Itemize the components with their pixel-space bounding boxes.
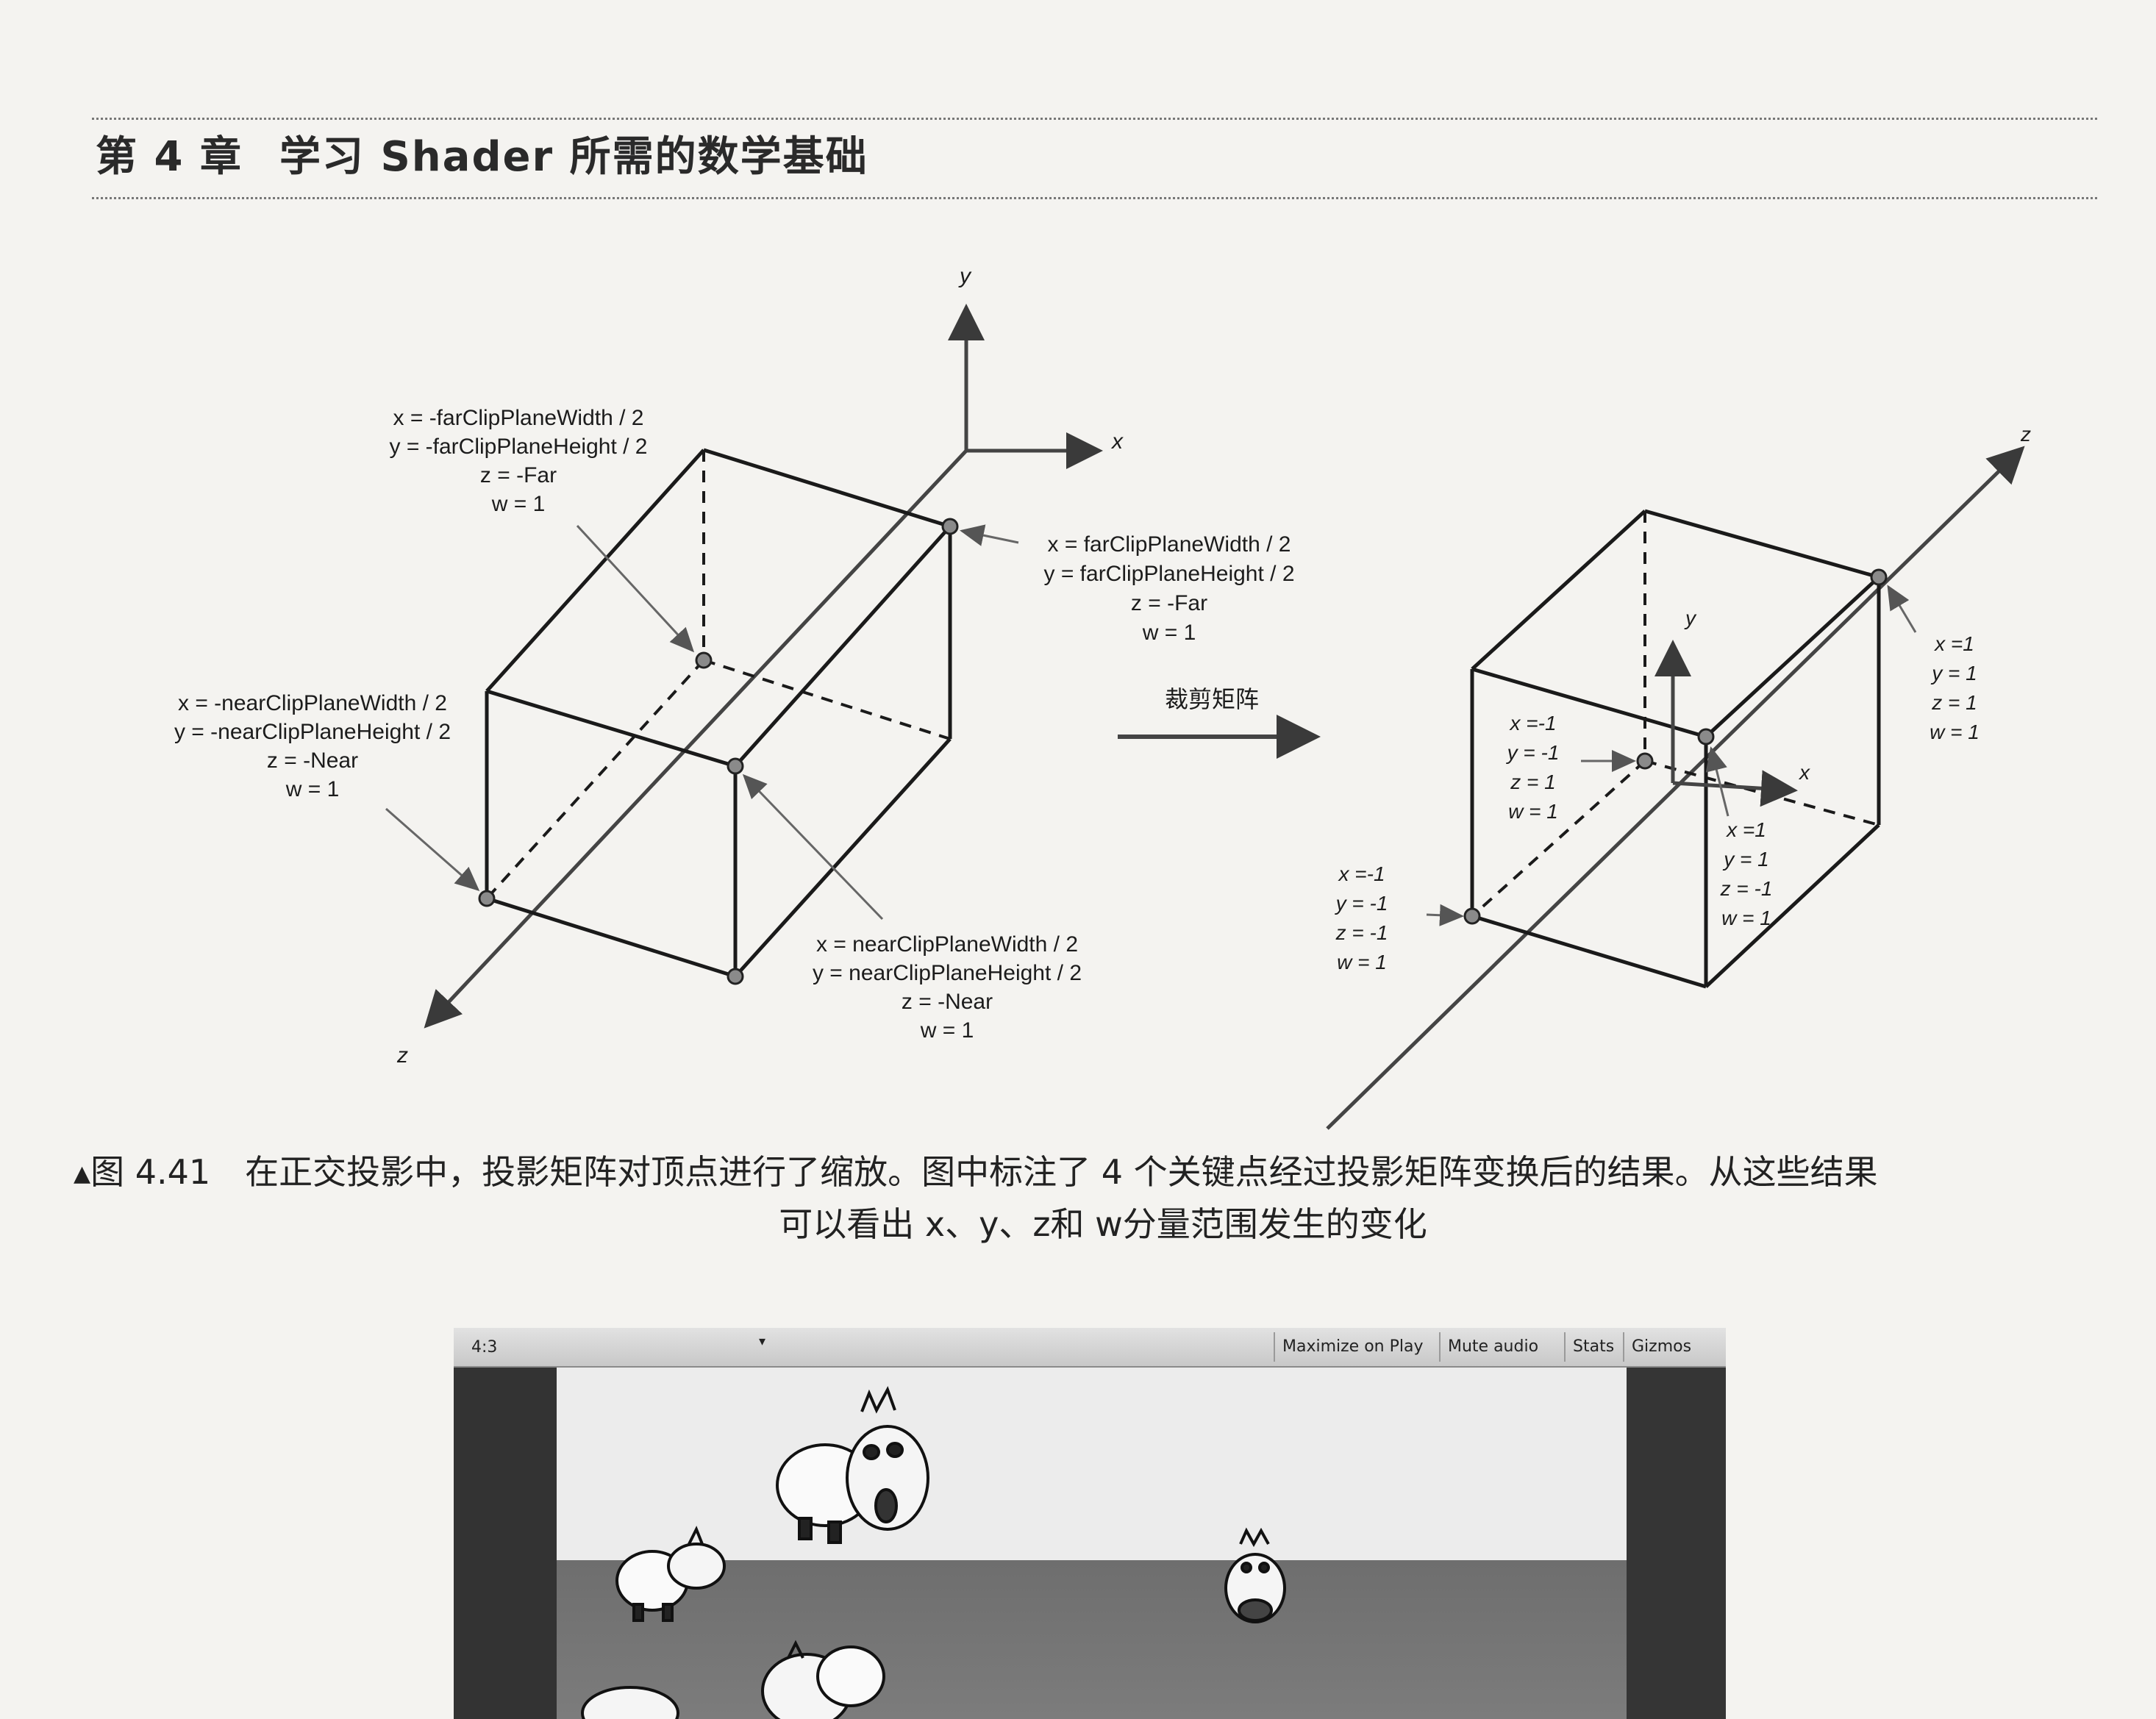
scene-sky	[557, 1368, 1627, 1560]
right-z-label: z	[2020, 423, 2031, 446]
svg-text:z = -1: z = -1	[1335, 921, 1388, 944]
caption-text-1: 在正交投影中，投影矩阵对顶点进行了缩放。图中标注了 4 个关键点经过投影矩阵变换…	[245, 1152, 1878, 1192]
svg-text:w = 1: w = 1	[1930, 721, 1980, 743]
scene-ground	[557, 1560, 1627, 1719]
label-right-bottom-left: x =-1 y = -1 z = -1 w = 1	[1335, 862, 1388, 973]
label-far-bottom-left: x = -farClipPlaneWidth / 2 y = -farClipP…	[389, 406, 647, 516]
svg-text:y = -nearClipPlaneHeight / 2: y = -nearClipPlaneHeight / 2	[174, 720, 451, 744]
right-z-axis	[1326, 446, 2025, 1130]
left-near-tr-dot	[727, 757, 744, 775]
left-near-br-dot	[727, 968, 744, 985]
cow-large-icon	[776, 1386, 929, 1544]
svg-text:x =-1: x =-1	[1337, 862, 1385, 885]
label-right-inner-left: x =-1 y = -1 z = 1 w = 1	[1506, 712, 1560, 823]
right-y-label: y	[1684, 607, 1697, 629]
svg-text:y = -1: y = -1	[1506, 741, 1560, 764]
gizmos-dropdown[interactable]: Gizmos	[1623, 1332, 1699, 1362]
right-vertex-dots	[1463, 568, 1888, 925]
svg-text:y = 1: y = 1	[1722, 848, 1768, 871]
svg-text:y = -1: y = -1	[1335, 892, 1388, 915]
right-bl-dot	[1463, 907, 1481, 925]
left-box-hidden-edges	[485, 450, 951, 900]
svg-text:z = -Near: z = -Near	[267, 748, 358, 773]
header-rule-bottom	[92, 197, 2097, 199]
chapter-title: 第 4 章学习 Shader 所需的数学基础	[96, 124, 868, 183]
svg-text:x =1: x =1	[1933, 632, 1974, 655]
svg-text:w = 1: w = 1	[1508, 800, 1558, 823]
left-y-label: y	[958, 264, 972, 288]
svg-text:w = 1: w = 1	[491, 492, 546, 516]
left-far-bl-dot	[695, 651, 713, 669]
left-z-axis	[424, 449, 968, 1029]
right-x-label: x	[1798, 761, 1810, 784]
header-rule-top	[92, 118, 2097, 120]
maximize-on-play-button[interactable]: Maximize on Play	[1274, 1332, 1431, 1362]
cow-bottom-center-icon	[761, 1640, 885, 1719]
letterbox-right	[1627, 1368, 1726, 1719]
caption-label: 图 4.41	[90, 1152, 211, 1192]
svg-text:y = nearClipPlaneHeight / 2: y = nearClipPlaneHeight / 2	[813, 961, 1082, 985]
chapter-name: 学习 Shader 所需的数学基础	[279, 133, 868, 181]
cow-bottom-left-icon	[581, 1686, 679, 1719]
left-axes	[424, 304, 1103, 1029]
right-pointer-arrows	[1426, 585, 1917, 926]
svg-text:z = -1: z = -1	[1720, 877, 1773, 900]
right-tr-dot	[1870, 568, 1888, 586]
left-vertex-dots	[478, 518, 959, 985]
svg-text:y = 1: y = 1	[1930, 662, 1977, 685]
game-scene	[454, 1368, 1726, 1719]
label-right-top-right: x =1 y = 1 z = 1 w = 1	[1930, 632, 1980, 743]
mute-audio-button[interactable]: Mute audio	[1439, 1332, 1546, 1362]
svg-text:x =-1: x =-1	[1508, 712, 1556, 735]
svg-text:x = -nearClipPlaneWidth / 2: x = -nearClipPlaneWidth / 2	[178, 691, 447, 715]
unity-game-view: 4:3 ▾ Maximize on Play Mute audio Stats …	[454, 1328, 1726, 1719]
label-near-bottom-left: x = -nearClipPlaneWidth / 2 y = -nearCli…	[174, 691, 451, 801]
label-far-top-right: x = farClipPlaneWidth / 2 y = farClipPla…	[1043, 532, 1294, 645]
caption-marker: ▲	[74, 1161, 91, 1187]
svg-text:w = 1: w = 1	[920, 1018, 974, 1043]
left-z-label: z	[396, 1043, 408, 1068]
chapter-number: 第 4 章	[96, 133, 243, 181]
svg-text:y = -farClipPlaneHeight / 2: y = -farClipPlaneHeight / 2	[389, 435, 647, 459]
label-near-top-right: x = nearClipPlaneWidth / 2 y = nearClipP…	[813, 932, 1082, 1043]
chevron-down-icon[interactable]: ▾	[759, 1334, 766, 1349]
label-right-inner-right: x =1 y = 1 z = -1 w = 1	[1720, 818, 1773, 929]
caption-line-1: ▲图 4.41 在正交投影中，投影矩阵对顶点进行了缩放。图中标注了 4 个关键点经…	[74, 1147, 2103, 1199]
svg-text:x = farClipPlaneWidth / 2: x = farClipPlaneWidth / 2	[1048, 532, 1291, 557]
svg-text:z = -Far: z = -Far	[1131, 591, 1207, 615]
cow-left-icon	[615, 1526, 726, 1622]
letterbox-left	[454, 1368, 557, 1719]
left-near-bl-dot	[478, 890, 496, 907]
svg-text:w = 1: w = 1	[285, 777, 340, 801]
projection-figure: y x z x = -farClipPlaneWidth / 2 y = -fa…	[174, 264, 2031, 1130]
left-far-tr-dot	[941, 518, 959, 535]
svg-text:z = 1: z = 1	[1931, 691, 1977, 714]
svg-text:w = 1: w = 1	[1337, 951, 1387, 973]
left-box	[485, 448, 952, 979]
left-x-label: x	[1110, 429, 1124, 454]
svg-text:x = nearClipPlaneWidth / 2: x = nearClipPlaneWidth / 2	[816, 932, 1078, 957]
right-x-axis	[1672, 770, 1798, 807]
clip-matrix-label: 裁剪矩阵	[1165, 686, 1259, 712]
right-axes	[1655, 640, 1798, 807]
figure-caption: ▲图 4.41 在正交投影中，投影矩阵对顶点进行了缩放。图中标注了 4 个关键点经…	[74, 1147, 2103, 1249]
cow-right-icon	[1224, 1527, 1286, 1623]
svg-text:w = 1: w = 1	[1142, 621, 1196, 645]
right-inner-r-dot	[1697, 728, 1715, 746]
cow-characters	[581, 1386, 1286, 1719]
left-pointer-arrows	[385, 524, 1019, 921]
svg-text:x = -farClipPlaneWidth / 2: x = -farClipPlaneWidth / 2	[393, 406, 644, 430]
stats-button[interactable]: Stats	[1564, 1332, 1621, 1362]
caption-line-2: 可以看出 x、y、z和 w分量范围发生的变化	[779, 1204, 1427, 1244]
svg-text:z = 1: z = 1	[1510, 771, 1555, 793]
svg-text:w = 1: w = 1	[1721, 907, 1771, 929]
right-cube-hidden-edges	[1471, 511, 1880, 918]
svg-text:y = farClipPlaneHeight / 2: y = farClipPlaneHeight / 2	[1043, 562, 1294, 586]
svg-text:z = -Near: z = -Near	[902, 990, 993, 1014]
svg-text:z = -Far: z = -Far	[480, 463, 557, 487]
svg-text:x =1: x =1	[1725, 818, 1766, 841]
game-view-toolbar: 4:3 ▾ Maximize on Play Mute audio Stats …	[454, 1328, 1726, 1368]
right-inner-l-dot	[1636, 752, 1654, 770]
aspect-dropdown[interactable]: 4:3	[471, 1338, 498, 1357]
